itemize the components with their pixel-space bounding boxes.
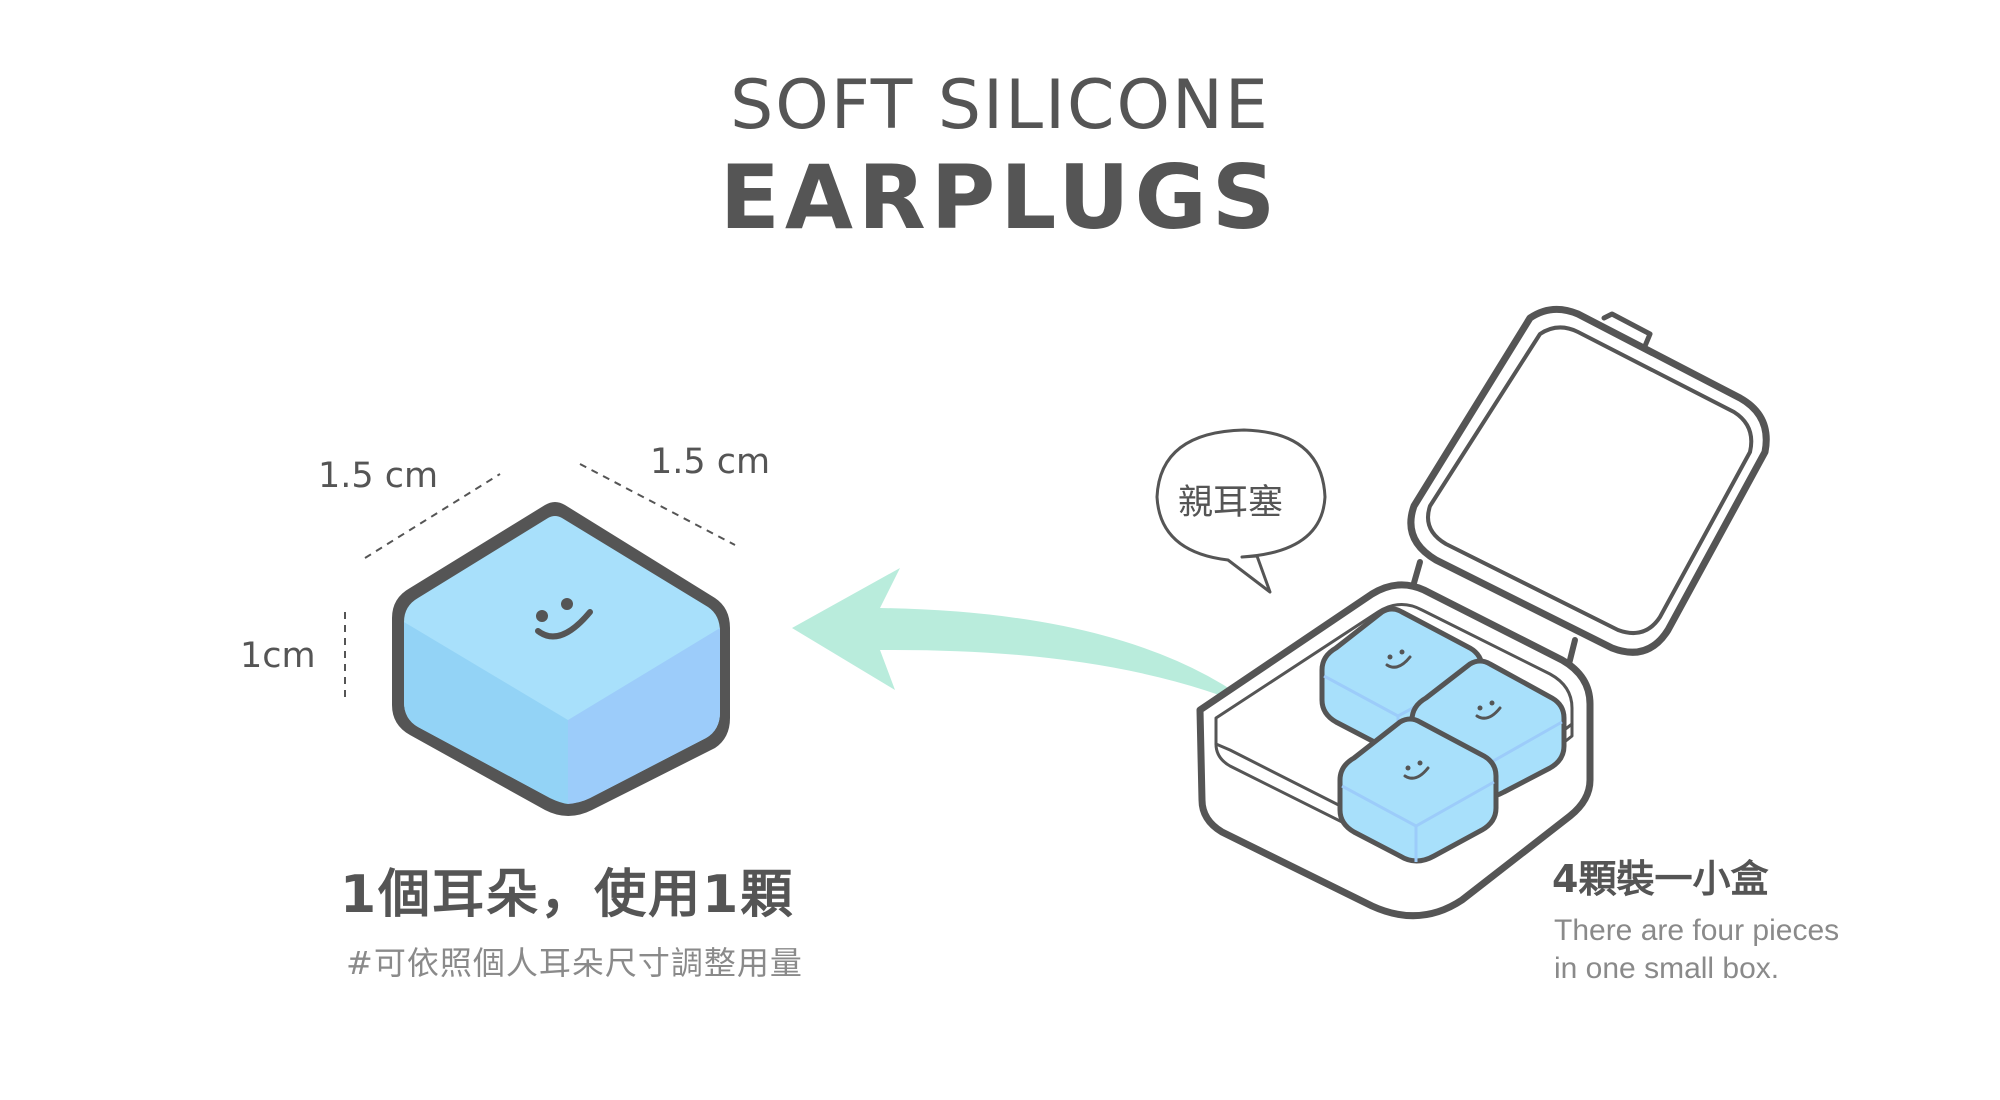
dimension-width-right: 1.5 cm bbox=[650, 442, 771, 482]
smiley-face-icon bbox=[1403, 760, 1430, 780]
curved-arrow-icon bbox=[792, 568, 1262, 712]
title-earplugs: EARPLUGS bbox=[719, 146, 1281, 249]
earplug-cube bbox=[392, 502, 730, 816]
title-soft-silicone: SOFT SILICONE bbox=[730, 66, 1270, 145]
box-description: There are four pieces in one small box. bbox=[1554, 912, 1839, 988]
dimension-width-left: 1.5 cm bbox=[318, 456, 439, 496]
smiley-face-icon bbox=[1475, 700, 1502, 720]
box-cube-front bbox=[1337, 716, 1499, 864]
speech-bubble-icon bbox=[1155, 428, 1327, 594]
box-description-line2: in one small box. bbox=[1554, 952, 1780, 985]
smiley-face-icon bbox=[535, 598, 593, 640]
smiley-face-icon bbox=[1385, 649, 1412, 669]
earplug-caption: 1個耳朵，使用1顆 bbox=[340, 865, 795, 925]
dimension-height: 1cm bbox=[240, 636, 316, 676]
box-description-line1: There are four pieces bbox=[1554, 914, 1840, 947]
speech-bubble-text: 親耳塞 bbox=[1178, 483, 1284, 523]
earplug-note: #可依照個人耳朵尺寸調整用量 bbox=[346, 944, 803, 982]
dimension-guides bbox=[344, 463, 736, 700]
box-title: 4顆裝一小盒 bbox=[1552, 857, 1769, 901]
